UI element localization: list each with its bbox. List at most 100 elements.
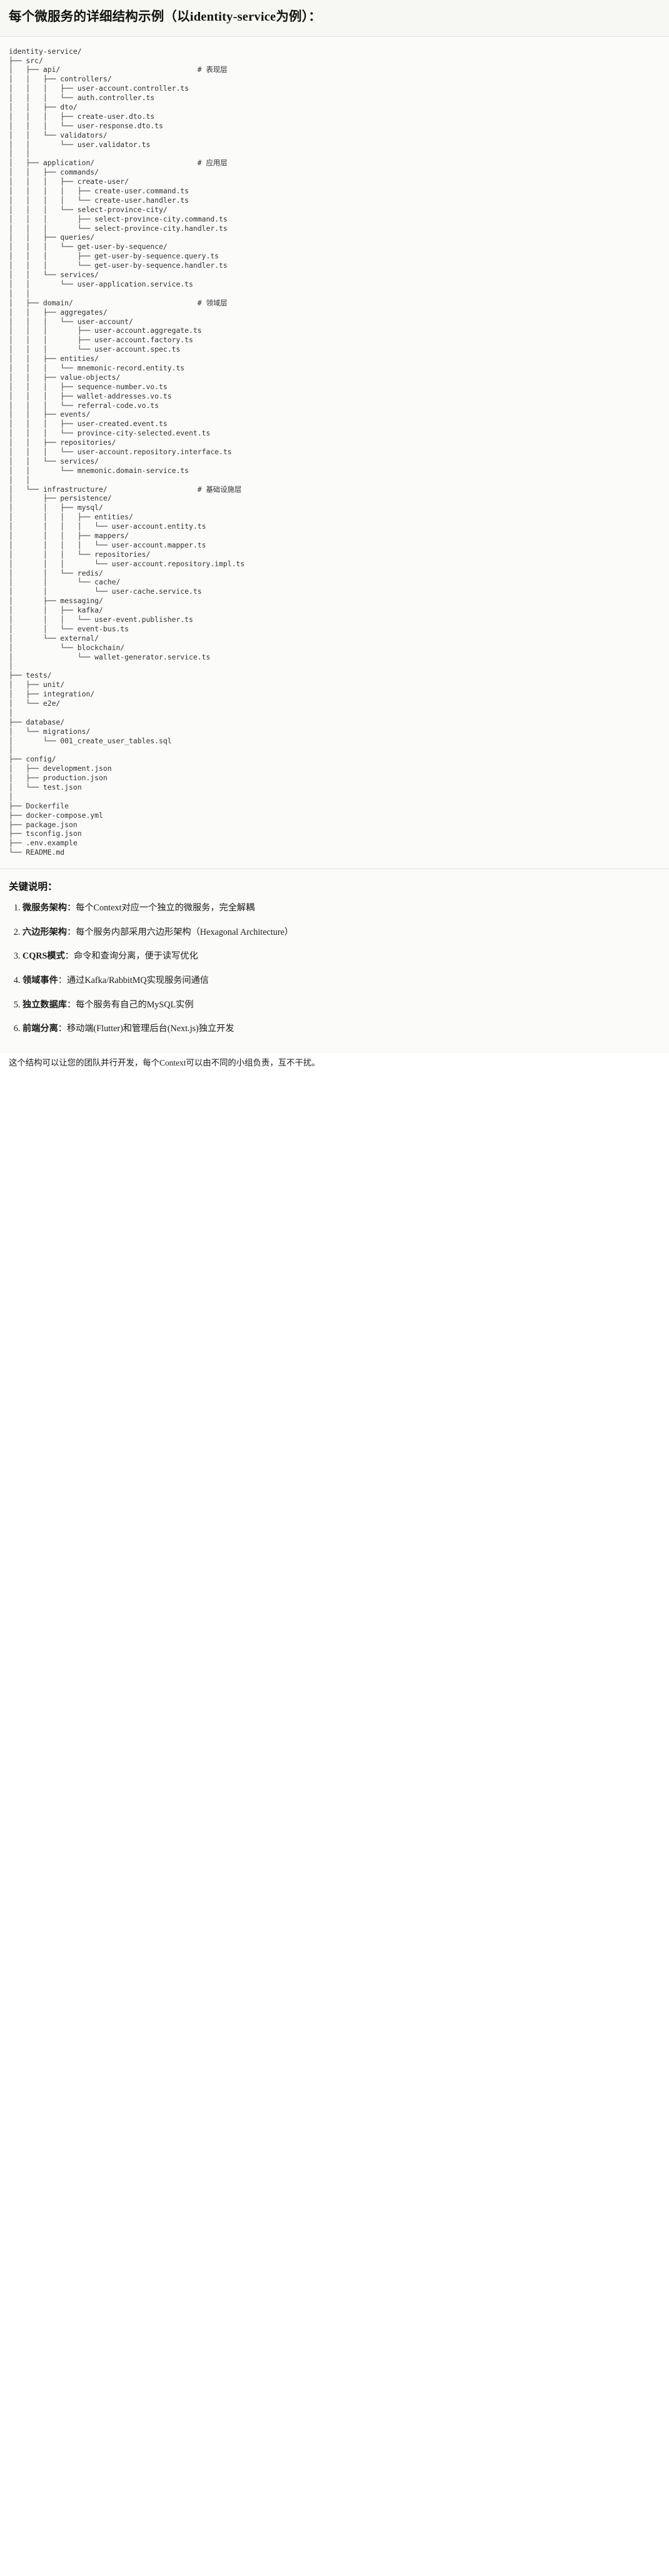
tree-row: │ ├── persistence/ xyxy=(9,494,660,503)
tree-row: ├── .env.example xyxy=(9,838,660,848)
tree-node-label: │ │ │ └── get-user-by-sequence/ xyxy=(9,242,168,252)
tree-row: │ │ │ ├── wallet-addresses.vo.ts xyxy=(9,392,660,401)
page-title: 每个微服务的详细结构示例（以identity-service为例）： xyxy=(9,10,321,24)
tree-row: │ │ │ └── referral-code.vo.ts xyxy=(9,401,660,410)
tree-node-label: │ │ │ ├── select-province-city.command.t… xyxy=(9,214,228,223)
tree-node-label: │ │ │ └── repositories/ xyxy=(9,549,151,559)
tree-row: │ │ │ └── repositories/ xyxy=(9,550,660,559)
tree-row: │ │ ├── repositories/ xyxy=(9,438,660,447)
tree-row: │ │ ├── queries/ xyxy=(9,233,660,242)
tree-row: ├── tsconfig.json xyxy=(9,829,660,838)
tree-node-label: │ │ └── mnemonic.domain-service.ts xyxy=(9,466,189,475)
tree-node-label: │ │ ├── mysql/ xyxy=(9,503,103,512)
tree-node-label: └── README.md xyxy=(9,848,65,857)
tree-row: │ │ │ ├── get-user-by-sequence.query.ts xyxy=(9,252,660,261)
tree-node-comment: # 领域层 xyxy=(197,298,228,307)
tree-row: │ │ └── cache/ xyxy=(9,578,660,587)
tree-row: │ └── wallet-generator.service.ts xyxy=(9,653,660,662)
tree-row: │ │ │ ├── select-province-city.command.t… xyxy=(9,215,660,224)
directory-tree: identity-service/├── src/│ ├── api/ # 表现… xyxy=(9,47,660,857)
tree-node-label: │ │ │ └── user-event.publisher.ts xyxy=(9,615,193,624)
tree-node-label: │ │ │ └── province-city-selected.event.t… xyxy=(9,429,211,438)
tree-row: │ │ │ └── get-user-by-sequence.handler.t… xyxy=(9,261,660,270)
tree-row: │ │ │ └── user-event.publisher.ts xyxy=(9,615,660,624)
tree-row: ├── src/ xyxy=(9,56,660,66)
heading-band: 每个微服务的详细结构示例（以identity-service为例）： xyxy=(0,0,669,37)
page-root: 每个微服务的详细结构示例（以identity-service为例）： ident… xyxy=(0,0,669,1079)
tree-node-label: │ │ │ │ └── create-user.handler.ts xyxy=(9,195,189,205)
tree-node-label: │ │ xyxy=(9,288,31,298)
tree-row: │ └── infrastructure/ # 基础设施层 xyxy=(9,485,660,494)
tree-row: │ ├── unit/ xyxy=(9,680,660,690)
tree-node-label: │ │ │ └── referral-code.vo.ts xyxy=(9,400,159,410)
tree-node-label: │ │ └── user.validator.ts xyxy=(9,140,151,149)
tree-row: │ │ │ └── auth.controller.ts xyxy=(9,93,660,103)
tree-row: ├── package.json xyxy=(9,820,660,830)
tree-node-label: │ xyxy=(9,792,13,801)
tree-node-label: │ │ │ ├── wallet-addresses.vo.ts xyxy=(9,391,172,400)
tree-row: ├── database/ xyxy=(9,718,660,727)
tree-row: │ │ └── user-application.service.ts xyxy=(9,280,660,289)
tree-node-label: │ │ └── redis/ xyxy=(9,568,103,578)
tree-node-label: │ ├── integration/ xyxy=(9,690,95,699)
tree-node-label: │ │ ├── dto/ xyxy=(9,103,78,112)
tree-row: └── README.md xyxy=(9,848,660,857)
key-point-term: 六边形架构 xyxy=(23,927,67,937)
key-point-body: 每个Context对应一个独立的微服务，完全解耦 xyxy=(76,903,255,914)
tree-row: │ │ ├── entities/ xyxy=(9,354,660,364)
tree-node-label: │ │ ├── kafka/ xyxy=(9,606,103,615)
tree-node-comment: # 基础设施层 xyxy=(197,484,242,494)
tree-row: │ │ │ └── user-account/ xyxy=(9,317,660,327)
key-point-item: 六边形架构：每个服务内部采用六边形架构（Hexagonal Architectu… xyxy=(23,926,660,939)
tree-node-label: │ │ │ ├── mappers/ xyxy=(9,531,129,540)
key-point-separator: ： xyxy=(64,951,74,962)
tree-node-label: │ │ └── validators/ xyxy=(9,130,108,140)
tree-node-label: │ │ ├── aggregates/ xyxy=(9,307,108,317)
key-points-list: 微服务架构：每个Context对应一个独立的微服务，完全解耦六边形架构：每个服务… xyxy=(9,902,660,1036)
key-point-item: 微服务架构：每个Context对应一个独立的微服务，完全解耦 xyxy=(23,902,660,915)
tree-node-label: │ └── wallet-generator.service.ts xyxy=(9,652,211,661)
key-point-item: CQRS模式：命令和查询分离，便于读写优化 xyxy=(23,950,660,963)
tree-row: │ xyxy=(9,661,660,671)
tree-row: │ │ │ └── get-user-by-sequence/ xyxy=(9,242,660,252)
tree-node-label: │ │ xyxy=(9,475,31,484)
key-point-body: 命令和查询分离，便于读写优化 xyxy=(74,951,198,962)
tree-node-label: │ │ └── event-bus.ts xyxy=(9,624,129,633)
key-point-item: 领域事件：通过Kafka/RabbitMQ实现服务间通信 xyxy=(23,974,660,987)
tree-row: │ │ └── mnemonic.domain-service.ts xyxy=(9,466,660,476)
key-point-item: 前端分离：移动端(Flutter)和管理后台(Next.js)独立开发 xyxy=(23,1022,660,1036)
tree-node-label: │ │ └── user-cache.service.ts xyxy=(9,587,202,596)
tree-row: │ │ │ ├── create-user/ xyxy=(9,177,660,186)
key-point-body: 移动端(Flutter)和管理后台(Next.js)独立开发 xyxy=(66,1024,234,1034)
tree-node-label: │ │ xyxy=(9,149,31,158)
tree-node-label: │ │ │ └── select-province-city.handler.t… xyxy=(9,223,228,233)
tree-node-label: │ │ └── services/ xyxy=(9,456,99,466)
directory-tree-block: identity-service/├── src/│ ├── api/ # 表现… xyxy=(0,36,669,869)
tree-row: │ │ │ └── user-response.dto.ts xyxy=(9,121,660,131)
tree-node-label: │ │ └── user-application.service.ts xyxy=(9,279,193,288)
tree-node-label: ├── Dockerfile xyxy=(9,801,69,810)
tree-node-label: │ │ │ ├── user-created.event.ts xyxy=(9,419,168,429)
tree-node-label: │ ├── messaging/ xyxy=(9,596,103,606)
tree-row: │ │ ├── controllers/ xyxy=(9,74,660,84)
tree-row: │ │ │ │ ├── create-user.command.ts xyxy=(9,186,660,196)
tree-node-label: │ │ ├── controllers/ xyxy=(9,74,112,84)
tree-node-label: │ │ │ └── user-account.repository.interf… xyxy=(9,447,232,456)
tree-row: │ │ │ ├── mappers/ xyxy=(9,531,660,541)
tree-node-label: │ │ │ │ └── user-account.entity.ts xyxy=(9,522,206,531)
tree-node-label: │ │ │ ├── get-user-by-sequence.query.ts xyxy=(9,252,219,261)
tree-row: │ │ ├── mysql/ xyxy=(9,503,660,512)
tree-row: │ │ │ └── mnemonic-record.entity.ts xyxy=(9,364,660,373)
key-point-item: 独立数据库：每个服务有自己的MySQL实例 xyxy=(23,999,660,1012)
tree-row: │ │ │ └── user-account.repository.interf… xyxy=(9,447,660,457)
tree-node-label: │ ├── development.json xyxy=(9,764,112,773)
tree-node-label: │ │ │ │ ├── create-user.command.ts xyxy=(9,186,189,196)
key-point-body: 通过Kafka/RabbitMQ实现服务间通信 xyxy=(66,975,209,985)
tree-node-label: ├── tests/ xyxy=(9,671,52,680)
tree-row: │ └── 001_create_user_tables.sql xyxy=(9,736,660,746)
tree-node-label: ├── .env.example xyxy=(9,838,78,848)
key-point-term: CQRS模式 xyxy=(23,951,65,962)
tree-row: │ │ │ ├── user-account.factory.ts xyxy=(9,335,660,345)
tree-node-label: │ └── infrastructure/ xyxy=(9,484,198,494)
tree-row: │ ├── production.json xyxy=(9,773,660,783)
